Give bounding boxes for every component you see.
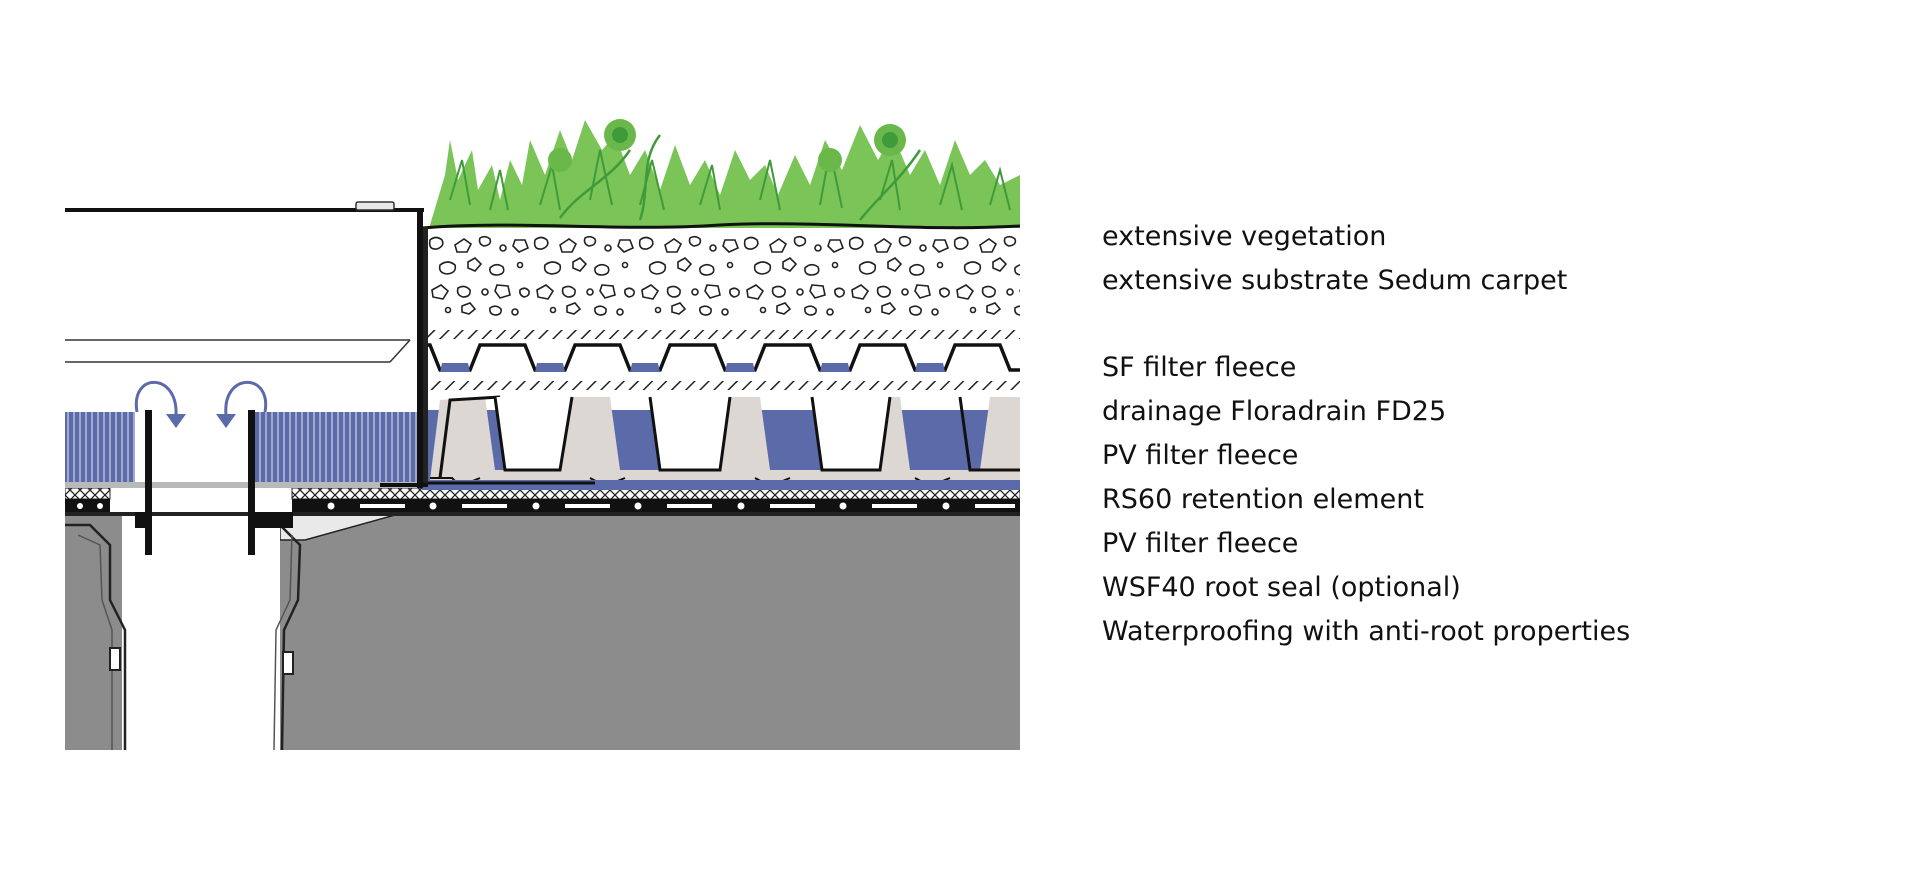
layer-legend: extensive vegetation extensive substrate…: [1102, 0, 1862, 871]
inspection-chamber: [135, 410, 293, 555]
legend-item-vegetation: extensive vegetation: [1102, 221, 1387, 252]
pv-filter-fleece-upper: [422, 381, 1020, 390]
legend-item-retention-element: RS60 retention element: [1102, 484, 1424, 515]
legend-item-pv-filter-fleece-1: PV filter fleece: [1102, 440, 1299, 471]
rs60-retention-element: [422, 395, 1020, 490]
gravel-strip-edge-profile: [380, 210, 595, 488]
legend-item-pv-filter-fleece-2: PV filter fleece: [1102, 528, 1299, 559]
pv-filter-fleece-lower: [422, 480, 1020, 488]
legend-item-substrate: extensive substrate Sedum carpet: [1102, 265, 1568, 296]
sf-filter-fleece: [422, 330, 1020, 339]
floradrain-fd25: [422, 339, 1020, 379]
vegetation: [430, 119, 1020, 228]
water-flow-arrows: [134, 380, 268, 416]
legend-item-waterproofing: Waterproofing with anti-root properties: [1102, 616, 1631, 647]
gravel-strip-cover: [65, 201, 424, 363]
arrow-head-right: [216, 414, 236, 428]
legend-item-root-seal: WSF40 root seal (optional): [1102, 572, 1461, 603]
gravel-strip-drainage: [65, 412, 420, 488]
waterproofing-layers: [65, 487, 1020, 516]
legend-item-sf-filter-fleece: SF filter fleece: [1102, 352, 1297, 383]
legend-item-drainage: drainage Floradrain FD25: [1102, 396, 1447, 427]
substrate-layer: [422, 228, 1020, 330]
arrow-head-left: [166, 414, 186, 428]
vegetation-soil-line: [421, 222, 1020, 230]
